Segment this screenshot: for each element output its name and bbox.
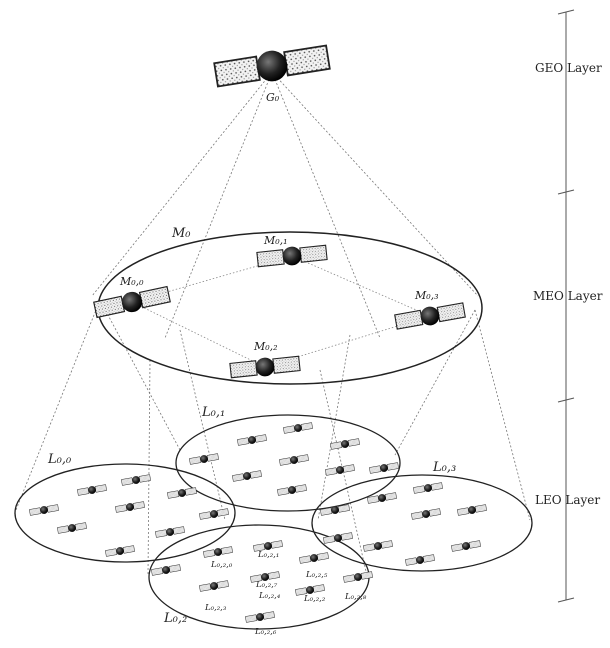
leo-satellite [245,611,275,623]
leo-satellite [29,504,59,516]
leo-satellite [299,552,329,564]
leo-satellite [411,508,441,520]
leo-satellite [277,484,307,496]
leo-satellite [320,504,350,516]
leo-satellite [151,564,181,576]
leo-satellite [283,422,313,434]
leo-satellite [367,492,397,504]
leo-satellite [295,584,325,596]
leo-satellite [330,438,360,450]
meo-satellite [256,244,328,268]
leo-sat-label: L₀,₂,₆ [254,627,277,637]
leo-group-label: L₀,₁ [201,405,225,420]
leo-satellite [232,470,262,482]
leo-group-label: L₀,₀ [47,452,72,467]
leo-sat-label: L₀,₂,₄ [258,591,281,601]
leo-satellite [115,501,145,513]
leo-group-label: L₀,₃ [432,460,456,475]
meo-satellite [93,285,171,319]
leo-satellite [451,540,481,552]
meo-sat-label: M₀,₀ [119,275,144,288]
leo-satellite [203,546,233,558]
geo-layer-label: GEO Layer [535,61,602,75]
leo-satellite [363,540,393,552]
meo-group-label: M₀ [171,226,191,241]
coverage-lines [13,71,531,581]
leo-satellite [199,580,229,592]
meo-satellite [394,302,466,330]
leo-satellite [343,571,373,583]
leo-sat-label: L₀,₂,₅ [305,570,328,580]
leo-satellite [413,482,443,494]
leo-satellite [57,522,87,534]
leo-group-l01-ellipse [175,414,401,512]
leo-layer-label: LEO Layer [535,493,600,507]
leo-group-label: L₀,₂ [163,611,187,626]
leo-sat-label: L₀,₂,₇ [255,580,278,590]
leo-satellite [121,474,151,486]
geo-sat-label: G₀ [266,91,280,104]
meo-links [131,255,431,368]
leo-sat-label: L₀,₂,₈ [344,592,367,602]
leo-sat-label: L₀,₂,₃ [204,603,227,613]
meo-layer-label: MEO Layer [533,289,603,303]
leo-group-l00-ellipse [14,463,236,563]
meo-sat-label: M₀,₂ [253,340,278,353]
layer-scale [557,9,575,603]
leo-sat-label: L₀,₂,₁ [257,550,279,560]
leo-satellite [323,532,353,544]
leo-satellite [405,554,435,566]
leo-satellite [369,462,399,474]
satellites [29,44,487,623]
leo-sat-label: L₀,₂,₂ [303,594,326,604]
leo-satellite [189,453,219,465]
leo-satellite [253,540,283,552]
leo-satellite [237,434,267,446]
leo-satellite [77,484,107,496]
leo-satellite [250,571,280,583]
meo-sat-label: M₀,₃ [414,289,439,302]
geo-satellite [213,44,331,88]
leo-satellite [167,487,197,499]
leo-satellite [325,464,355,476]
meo-sat-label: M₀,₁ [263,234,288,247]
leo-satellite [105,545,135,557]
leo-satellite [155,526,185,538]
leo-satellite [199,508,229,520]
leo-satellite [279,454,309,466]
leo-satellite [457,504,487,516]
leo-group-l03-ellipse [311,474,533,572]
meo-satellite [229,355,301,379]
leo-sat-label: L₀,₂,₀ [210,560,233,570]
